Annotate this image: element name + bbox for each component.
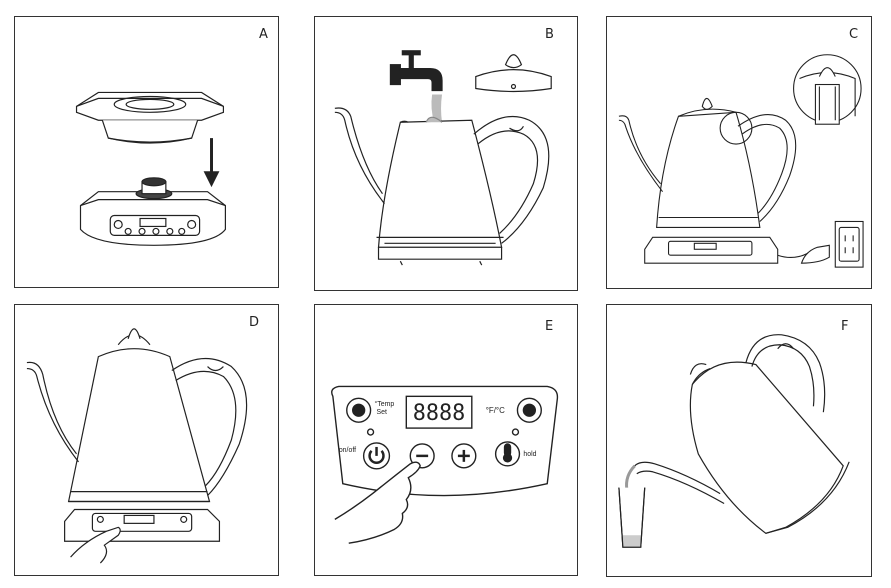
panel-e-control-panel: E <box>314 304 578 576</box>
panel-letter: C <box>849 27 859 42</box>
lid-detail-inset <box>793 54 862 125</box>
panel-d-press-power: D <box>14 304 279 576</box>
glass <box>618 487 646 548</box>
panel-f-pour: F <box>606 304 872 577</box>
display-digits: 8888 <box>413 401 466 426</box>
panel-d-illustration <box>26 328 248 564</box>
down-arrow-icon <box>203 138 220 188</box>
power-icon <box>362 442 391 470</box>
thermometer-icon <box>494 441 521 467</box>
panel-c-plug-in: C <box>606 16 872 289</box>
pressing-finger <box>334 461 421 544</box>
kettle-bottom-plate <box>75 91 225 144</box>
kettle-body <box>334 107 550 266</box>
temperature-display <box>405 395 473 429</box>
panel-b-illustration <box>334 50 552 266</box>
onoff-label: on/off <box>339 447 356 454</box>
unit-toggle-button <box>516 397 542 423</box>
panel-letter: B <box>545 27 554 42</box>
panel-f-illustration <box>618 334 850 548</box>
unit-label: °F/°C <box>486 406 505 415</box>
power-base <box>79 177 226 246</box>
faucet-icon <box>389 50 443 123</box>
hold-label: hold <box>523 451 536 458</box>
pressing-finger <box>70 526 121 564</box>
temp-set-label-line2: Set <box>377 409 387 416</box>
panel-c-illustration <box>618 54 864 268</box>
temp-set-button <box>346 397 372 423</box>
indicator-light <box>366 428 375 436</box>
kettle-on-base <box>26 328 248 542</box>
panel-a-attach-base: A <box>14 16 279 288</box>
panel-letter: E <box>545 319 554 334</box>
panel-a-illustration <box>75 91 226 246</box>
panel-e-illustration: 8888 °Temp Set °F/°C on/off hold <box>331 385 559 544</box>
temp-set-label-line1: °Temp <box>375 400 395 408</box>
plus-button-icon <box>451 443 477 469</box>
kettle-on-base <box>618 97 864 268</box>
panel-letter: A <box>259 27 268 42</box>
panel-letter: F <box>841 319 849 334</box>
panel-b-fill-water: B <box>314 16 578 291</box>
kettle-lid <box>475 54 552 93</box>
indicator-light <box>511 428 520 436</box>
panel-letter: D <box>249 315 260 330</box>
tilted-kettle <box>634 334 850 534</box>
